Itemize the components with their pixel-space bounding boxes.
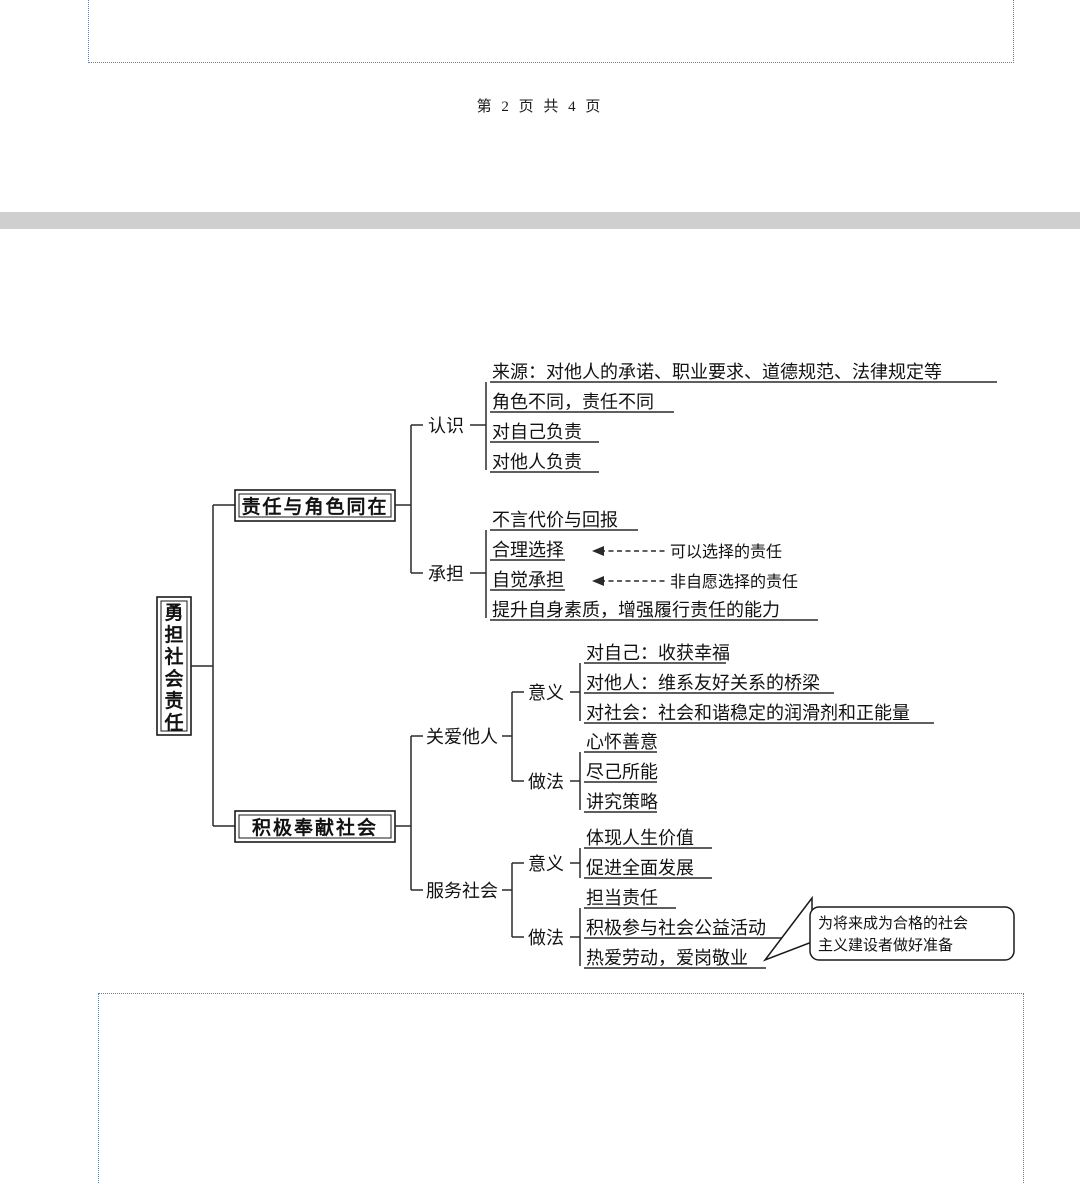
annotation-arrow-1: 可以选择的责任 [592,543,782,561]
svg-text:对社会：社会和谐稳定的润滑剂和正能量: 对社会：社会和谐稳定的润滑剂和正能量 [586,703,910,723]
root-char-1: 担 [164,623,183,646]
page-footer: 第 2 页 共 4 页 [476,99,604,115]
leaf-chengdan-2: 自觉承担 [490,570,565,591]
root-char-3: 会 [164,667,183,690]
callout-line-1: 为将来成为合格的社会 [818,915,968,932]
leaf-fuwu-yiyi-0: 体现人生价值 [584,828,712,849]
group-label-guanai-zuofa: 做法 [528,772,564,792]
branch-node-1[interactable]: 责任与角色同在 [234,489,396,522]
root-char-2: 社 [163,645,183,668]
svg-text:积极参与社会公益活动: 积极参与社会公益活动 [586,918,766,938]
annotation-text-2: 非自愿选择的责任 [670,573,798,591]
svg-text:提升自身素质，增强履行责任的能力: 提升自身素质，增强履行责任的能力 [492,600,780,620]
group-label-guanai-yiyi: 意义 [528,683,564,703]
root-char-4: 责 [164,689,183,712]
leaf-chengdan-3: 提升自身素质，增强履行责任的能力 [490,600,818,621]
svg-text:对自己负责: 对自己负责 [492,422,582,442]
leaf-renshi-0: 来源：对他人的承诺、职业要求、道德规范、法律规定等 [490,362,997,383]
svg-text:角色不同，责任不同: 角色不同，责任不同 [492,392,654,412]
leaf-guanai-yiyi-1: 对他人：维系友好关系的桥梁 [584,673,834,694]
leaf-fuwu-zuofa-2: 热爱劳动，爱岗敬业 [584,948,766,969]
svg-text:对自己：收获幸福: 对自己：收获幸福 [586,643,730,663]
group-label-chengdan: 承担 [428,564,464,584]
svg-text:心怀善意: 心怀善意 [586,732,658,752]
leaf-guanai-zuofa-0: 心怀善意 [584,732,658,753]
leaf-chengdan-0: 不言代价与回报 [490,510,638,531]
svg-text:尽己所能: 尽己所能 [586,762,658,782]
branch-label-2: 积极奉献社会 [252,816,378,839]
svg-text:自觉承担: 自觉承担 [492,570,564,590]
svg-text:热爱劳动，爱岗敬业: 热爱劳动，爱岗敬业 [586,948,748,968]
mindmap-diagram: 勇 担 社 会 责 任 责任与角色同在 认识 来源：对他人的承诺、职业要求、道德… [156,362,1015,969]
leaf-guanai-zuofa-1: 尽己所能 [584,762,658,783]
leaf-guanai-zuofa-2: 讲究策略 [584,792,658,813]
svg-text:讲究策略: 讲究策略 [586,792,658,812]
svg-text:来源：对他人的承诺、职业要求、道德规范、法律规定等: 来源：对他人的承诺、职业要求、道德规范、法律规定等 [492,362,942,382]
branch-node-2[interactable]: 积极奉献社会 [234,810,396,843]
group-label-renshi: 认识 [428,416,464,436]
leaf-guanai-yiyi-0: 对自己：收获幸福 [584,643,730,664]
leaf-renshi-1: 角色不同，责任不同 [490,392,674,413]
subnode-label-fuwu: 服务社会 [426,881,498,901]
group-label-fuwu-yiyi: 意义 [528,854,564,874]
annotation-text-1: 可以选择的责任 [670,543,782,561]
leaf-renshi-2: 对自己负责 [490,422,599,443]
svg-text:担当责任: 担当责任 [586,888,658,908]
branch-label-1: 责任与角色同在 [241,495,388,518]
svg-text:体现人生价值: 体现人生价值 [586,828,694,848]
root-node[interactable]: 勇 担 社 会 责 任 [156,596,192,736]
annotation-arrow-2: 非自愿选择的责任 [592,573,798,591]
leaf-fuwu-yiyi-1: 促进全面发展 [584,858,712,879]
leaf-chengdan-1: 合理选择 [490,540,565,561]
bottom-content-frame [98,993,1024,1183]
subnode-label-guanai: 关爱他人 [426,727,498,747]
group-label-fuwu-zuofa: 做法 [528,928,564,948]
leaf-fuwu-zuofa-1: 积极参与社会公益活动 [584,918,802,939]
top-content-frame [88,0,1014,63]
leaf-guanai-yiyi-2: 对社会：社会和谐稳定的润滑剂和正能量 [584,703,934,724]
svg-text:促进全面发展: 促进全面发展 [586,858,694,878]
svg-text:对他人：维系友好关系的桥梁: 对他人：维系友好关系的桥梁 [586,673,820,693]
leaf-fuwu-zuofa-0: 担当责任 [584,888,676,909]
svg-text:不言代价与回报: 不言代价与回报 [492,510,618,530]
root-char-0: 勇 [164,602,183,624]
root-char-5: 任 [163,711,183,734]
callout-line-2: 主义建设者做好准备 [818,937,953,954]
callout-note: 为将来成为合格的社会 主义建设者做好准备 [762,895,1015,962]
svg-text:对他人负责: 对他人负责 [492,452,582,472]
page-separator-bar [0,212,1080,229]
leaf-renshi-3: 对他人负责 [490,452,599,473]
svg-text:合理选择: 合理选择 [492,540,564,560]
